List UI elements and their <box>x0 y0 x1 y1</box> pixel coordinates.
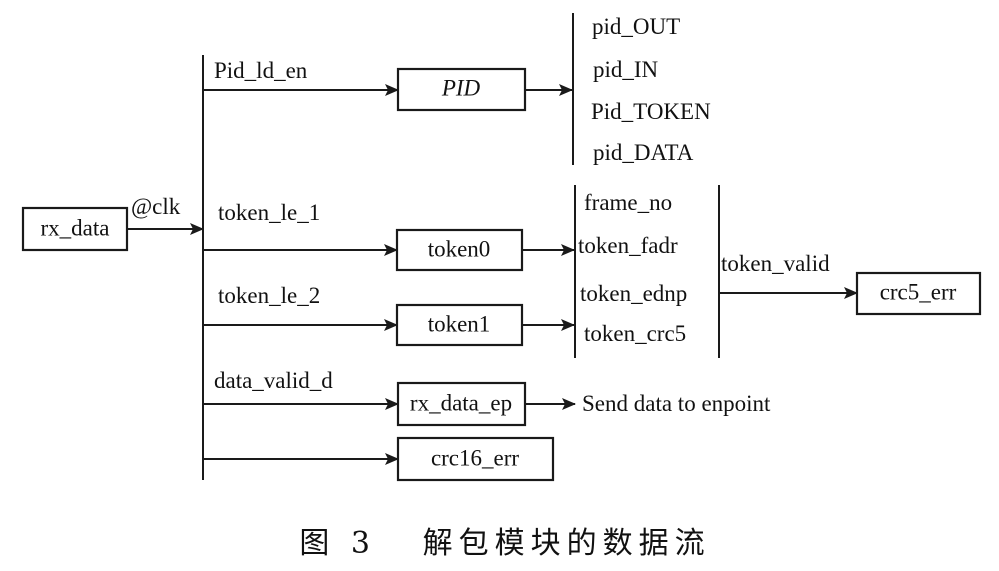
pid-ld-en-label: Pid_ld_en <box>214 58 308 83</box>
data-valid-d-label: data_valid_d <box>214 368 333 393</box>
pid-out-label: pid_OUT <box>592 14 680 39</box>
pid-in-label: pid_IN <box>593 57 659 82</box>
token-fadr-label: token_fadr <box>578 233 678 258</box>
pid-block <box>396 67 527 112</box>
rx-data-ep-block <box>396 381 527 427</box>
crc5-err-block <box>855 271 982 316</box>
crc16-err-label: crc16_err <box>431 445 519 470</box>
pid-token-label: Pid_TOKEN <box>591 99 711 124</box>
crc5-err-label: crc5_err <box>880 279 957 304</box>
send-data-label: Send data to enpoint <box>582 391 771 416</box>
rx-data-ep-label: rx_data_ep <box>410 390 512 415</box>
rx-data-label: rx_data <box>41 215 110 240</box>
token1-block-label: token1 <box>428 311 491 336</box>
token-ednp-label: token_ednp <box>580 281 687 306</box>
clock-label: @clk <box>131 194 181 219</box>
token-valid-label: token_valid <box>721 251 830 276</box>
token-crc5-label: token_crc5 <box>584 321 686 346</box>
frame-no-label: frame_no <box>584 190 672 215</box>
token0-block-label: token0 <box>428 236 491 261</box>
crc16-err-block <box>396 436 555 482</box>
pid-block-label: PID <box>441 75 481 100</box>
pid-data-label: pid_DATA <box>593 140 694 165</box>
token-le-1-label: token_le_1 <box>218 200 320 225</box>
token-le-2-label: token_le_2 <box>218 283 320 308</box>
figure-caption: 图 3 解包模块的数据流 <box>299 526 710 561</box>
